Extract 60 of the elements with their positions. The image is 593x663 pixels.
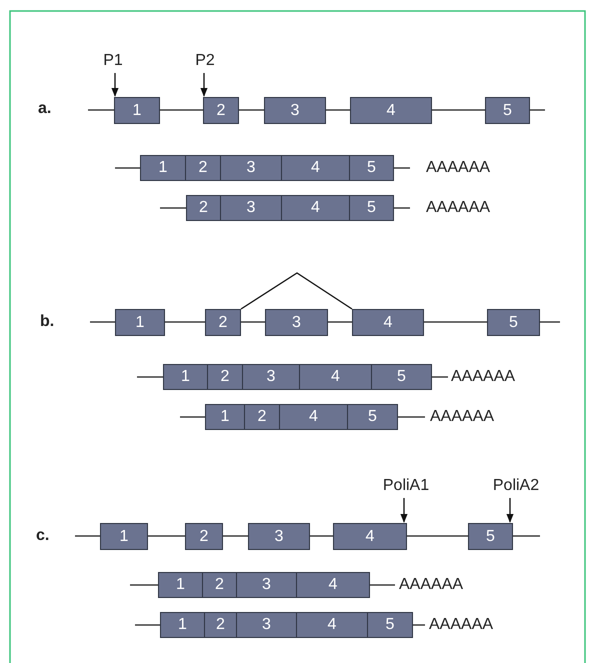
exon-box: 4	[350, 97, 432, 124]
exon-box: 1	[115, 309, 165, 336]
exon-segment: 2	[245, 404, 280, 430]
exon-segment: 5	[372, 364, 432, 390]
polya-tail-label: AAAAAA	[426, 159, 490, 177]
exon-box: 3	[264, 97, 326, 124]
polyadenylation-site-label: PoliA2	[491, 477, 541, 495]
exon-segment: 4	[297, 572, 370, 598]
exon-segment: 3	[221, 155, 282, 181]
exon-segment: 4	[280, 404, 348, 430]
exon-segment: 2	[203, 572, 237, 598]
exon-segment: 2	[205, 612, 237, 638]
exon-box: 4	[352, 309, 424, 336]
arrow	[506, 498, 514, 523]
exon-segment: 1	[160, 612, 205, 638]
exon-segment: 3	[237, 612, 297, 638]
exon-segment: 4	[300, 364, 372, 390]
exon-box: 2	[203, 97, 239, 124]
exon-segment: 5	[350, 155, 394, 181]
exon-segment: 2	[208, 364, 243, 390]
exon-segment: 4	[282, 155, 350, 181]
exon-box: 5	[485, 97, 530, 124]
arrow	[200, 73, 208, 97]
exon-box: 2	[185, 523, 223, 550]
exon-box: 5	[487, 309, 540, 336]
exon-box: 2	[205, 309, 241, 336]
polya-tail-label: AAAAAA	[451, 368, 516, 386]
exon-segment: 5	[350, 195, 394, 221]
exon-segment: 1	[140, 155, 186, 181]
panel-letter: b.	[40, 313, 54, 331]
exon-segment: 2	[186, 195, 221, 221]
exon-segment: 5	[368, 612, 413, 638]
exon-box: 4	[333, 523, 407, 550]
exon-box: 1	[114, 97, 160, 124]
arrow	[111, 73, 119, 97]
promoter-label: P2	[190, 52, 220, 70]
exon-segment: 1	[163, 364, 208, 390]
exon-segment: 3	[237, 572, 297, 598]
exon-segment: 2	[186, 155, 221, 181]
exon-segment: 1	[205, 404, 245, 430]
exon-segment: 3	[221, 195, 282, 221]
promoter-label: P1	[98, 52, 128, 70]
exon-box: 1	[100, 523, 148, 550]
arrow	[400, 498, 408, 523]
polya-tail-label: AAAAAA	[430, 408, 494, 426]
exon-segment: 4	[282, 195, 350, 221]
polya-tail-label: AAAAAA	[399, 576, 464, 594]
exon-box: 3	[248, 523, 310, 550]
exon-box: 3	[265, 309, 328, 336]
polya-tail-label: AAAAAA	[429, 616, 494, 634]
exon-segment: 4	[297, 612, 368, 638]
splice-line	[240, 272, 352, 310]
panel-letter: c.	[36, 527, 50, 545]
panel-letter: a.	[38, 100, 52, 118]
exon-segment: 1	[158, 572, 203, 598]
polyadenylation-site-label: PoliA1	[381, 477, 431, 495]
exon-segment: 3	[243, 364, 300, 390]
polya-tail-label: AAAAAA	[426, 199, 490, 217]
exon-segment: 5	[348, 404, 398, 430]
exon-box: 5	[468, 523, 513, 550]
